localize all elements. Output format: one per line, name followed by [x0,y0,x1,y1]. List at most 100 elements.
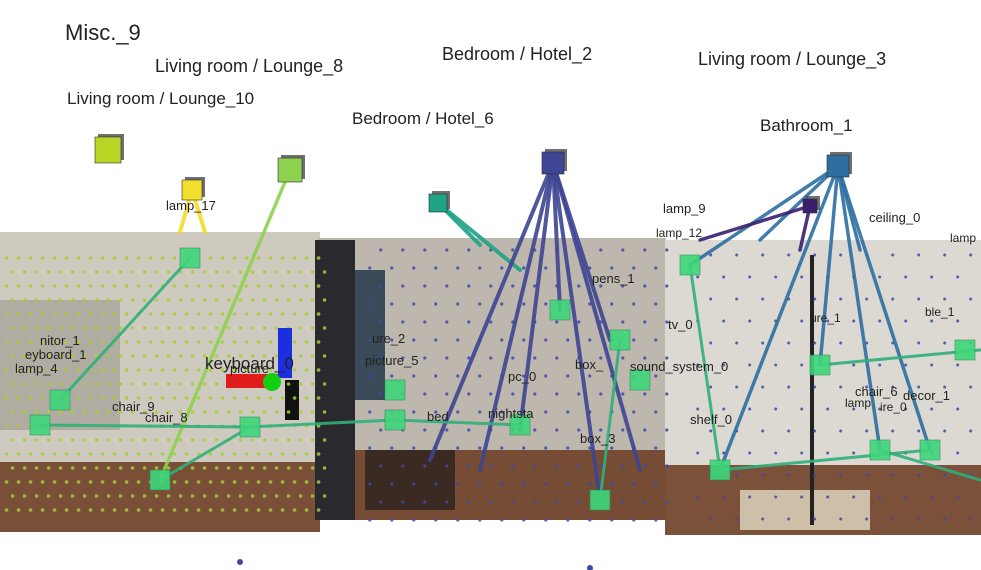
point-green [46,298,51,302]
point-green [202,270,207,274]
point-green [64,368,69,372]
point-green [238,298,243,302]
point-green [298,466,303,470]
point-green [316,396,321,400]
point-green [250,326,255,330]
point-blue [826,319,830,323]
point-green [268,340,273,344]
point-green [40,256,45,260]
point-green [64,256,69,260]
graph-nodes [29,134,976,511]
point-green [172,368,177,372]
point-green [274,326,279,330]
point-green [70,438,75,442]
point-green [268,368,273,372]
point-blue [379,428,383,432]
point-blue [969,385,973,389]
point-green [112,480,117,484]
point-green [286,438,291,442]
point-green [214,326,219,330]
object-label-picture-2: ure_2 [372,331,406,346]
point-blue [709,253,713,257]
point-green [196,480,201,484]
point-blue [445,392,449,396]
object-label-ceiling-0: ceiling_0 [869,210,921,225]
point-green [94,326,99,330]
point-blue [544,374,548,378]
point-blue [379,464,383,468]
point-green [286,466,291,470]
point-green [322,326,327,330]
point-green [88,312,93,316]
point-blue [577,320,581,324]
edge-object [878,448,981,482]
point-blue [621,500,625,504]
point-green [16,480,21,484]
point-blue [696,407,700,411]
point-green [112,312,117,316]
point-green [196,284,201,288]
point-green [16,340,21,344]
point-blue [621,284,625,288]
point-green [136,256,141,260]
point-green [292,480,297,484]
point-green [250,298,255,302]
point-green [220,284,225,288]
point-blue [456,374,460,378]
object-label-bed: bed [427,409,449,424]
point-blue [665,248,669,252]
point-blue [401,320,405,324]
point-green [244,284,249,288]
point-green [118,354,123,358]
point-green [100,480,105,484]
point-green [28,480,33,484]
point-blue [412,302,416,306]
point-green [178,354,183,358]
point-green [52,508,57,512]
point-blue [891,517,895,521]
point-green [70,494,75,498]
point-green [214,466,219,470]
point-green [166,354,171,358]
point-green [154,326,159,330]
point-blue [891,473,895,477]
point-green [58,466,63,470]
point-green [82,382,87,386]
point-green [196,368,201,372]
point-green [280,508,285,512]
point-green [154,466,159,470]
point-green [10,466,15,470]
point-green [142,270,147,274]
point-blue [654,374,658,378]
point-blue [577,464,581,468]
point-blue [522,302,526,306]
point-blue [665,464,669,468]
point-green [310,298,315,302]
point-blue [621,248,625,252]
point-green [52,312,57,316]
point-blue [555,500,559,504]
point-blue [368,374,372,378]
point-green [190,270,195,274]
point-green [58,270,63,274]
point-blue [654,338,658,342]
point-green [136,452,141,456]
point-green [274,354,279,358]
point-blue [943,517,947,521]
edge-hotel2 [478,161,555,472]
point-green [238,494,243,498]
point-green [178,326,183,330]
point-blue [852,363,856,367]
node-bathroom-1 [826,154,850,178]
point-blue [423,428,427,432]
point-blue [632,518,636,522]
object-label-sound-system-0: sound_system_0 [630,359,729,374]
point-blue [434,518,438,522]
point-blue [467,500,471,504]
point-green [166,382,171,386]
point-blue [748,495,752,499]
object-label-keyboard-0: keyboard_0 [205,354,294,373]
point-blue [544,518,548,522]
object-label-lamp-17: lamp_17 [166,198,216,213]
point-blue [577,392,581,396]
